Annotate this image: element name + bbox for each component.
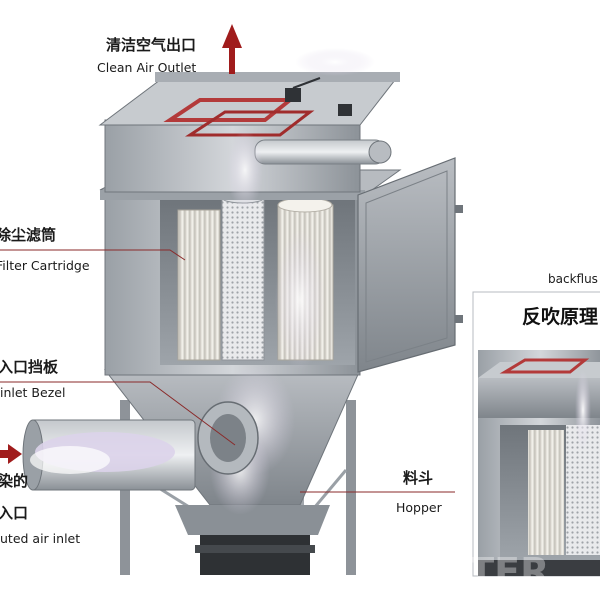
outlet-label-cn: 清洁空气出口 xyxy=(106,36,197,54)
outlet-label-en: Clean Air Outlet xyxy=(97,60,197,75)
watermark: LEFILTER xyxy=(360,550,549,594)
polluted-label-en: uted air inlet xyxy=(0,531,81,546)
cartridge-label-cn: 除尘滤筒 xyxy=(0,226,57,244)
polluted-label-cn-1: 染的 xyxy=(0,472,29,490)
hopper-label-cn: 料斗 xyxy=(403,469,434,487)
inset-title: 反吹原理 xyxy=(522,306,599,328)
hopper-label-en: Hopper xyxy=(396,500,442,515)
bezel-label-cn: 入口挡板 xyxy=(0,358,59,376)
bezel-label-en: inlet Bezel xyxy=(0,385,66,400)
inset-caption: backflus xyxy=(548,272,598,286)
polluted-label-cn-2: 入口 xyxy=(0,504,29,522)
cartridge-label-en: Filter Cartridge xyxy=(0,258,90,273)
